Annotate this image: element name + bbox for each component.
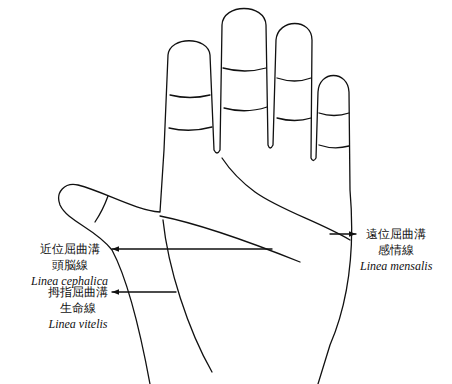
crease-name: 感情線 [360,242,432,258]
distal-crease [222,158,350,240]
proximal-crease [160,216,300,262]
latin-term: Linea mensalis [360,258,432,274]
leader-line [330,233,356,234]
crease-name: 頭脳線 [31,257,108,273]
label-block: 遠位屈曲溝感情線Linea mensalis [360,226,432,274]
crease-name: 生命線 [48,300,108,316]
finger-creases [95,68,349,222]
thenar-crease [163,220,212,372]
leader-line [112,248,272,249]
label-block: 近位屈曲溝頭脳線Linea cephalica [31,241,108,289]
crease-name: 近位屈曲溝 [31,241,108,257]
label-block: 拇指屈曲溝生命線Linea vitelis [48,284,108,332]
crease-name: 拇指屈曲溝 [48,284,108,300]
leader-line [112,291,176,292]
latin-term: Linea vitelis [48,316,108,332]
crease-name: 遠位屈曲溝 [360,226,432,242]
